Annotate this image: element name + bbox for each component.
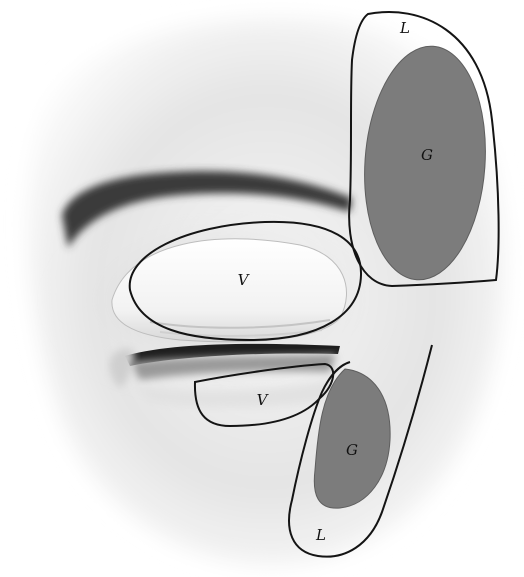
label-upper-gland: G xyxy=(421,146,433,164)
label-lower-lacrimal: L xyxy=(315,526,326,544)
label-lower-gland: G xyxy=(346,441,358,459)
label-upper-lacrimal: L xyxy=(399,19,410,37)
